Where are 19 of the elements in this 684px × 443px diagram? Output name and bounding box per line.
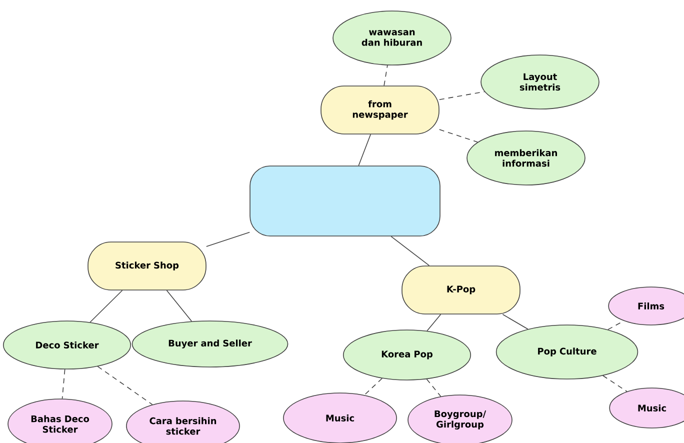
connector-line bbox=[166, 290, 192, 322]
rounded-box bbox=[250, 166, 440, 236]
connector-line bbox=[426, 378, 442, 397]
connector-line bbox=[97, 366, 153, 405]
connector-line bbox=[390, 236, 430, 266]
connector-line bbox=[439, 129, 478, 142]
topic-pill: Sticker Shop bbox=[88, 242, 206, 290]
connector-line bbox=[90, 290, 123, 323]
connector-line bbox=[206, 232, 250, 247]
connector-line bbox=[426, 314, 442, 332]
connector-line bbox=[502, 314, 528, 330]
topic-pill: from newspaper bbox=[320, 86, 440, 134]
connector-line bbox=[384, 64, 388, 86]
topic-pill: K-Pop bbox=[402, 266, 520, 314]
connector-line bbox=[439, 91, 485, 100]
connector-line bbox=[364, 378, 383, 396]
connector-line bbox=[602, 375, 628, 392]
connector-line bbox=[358, 134, 372, 166]
connector-line bbox=[62, 368, 66, 399]
